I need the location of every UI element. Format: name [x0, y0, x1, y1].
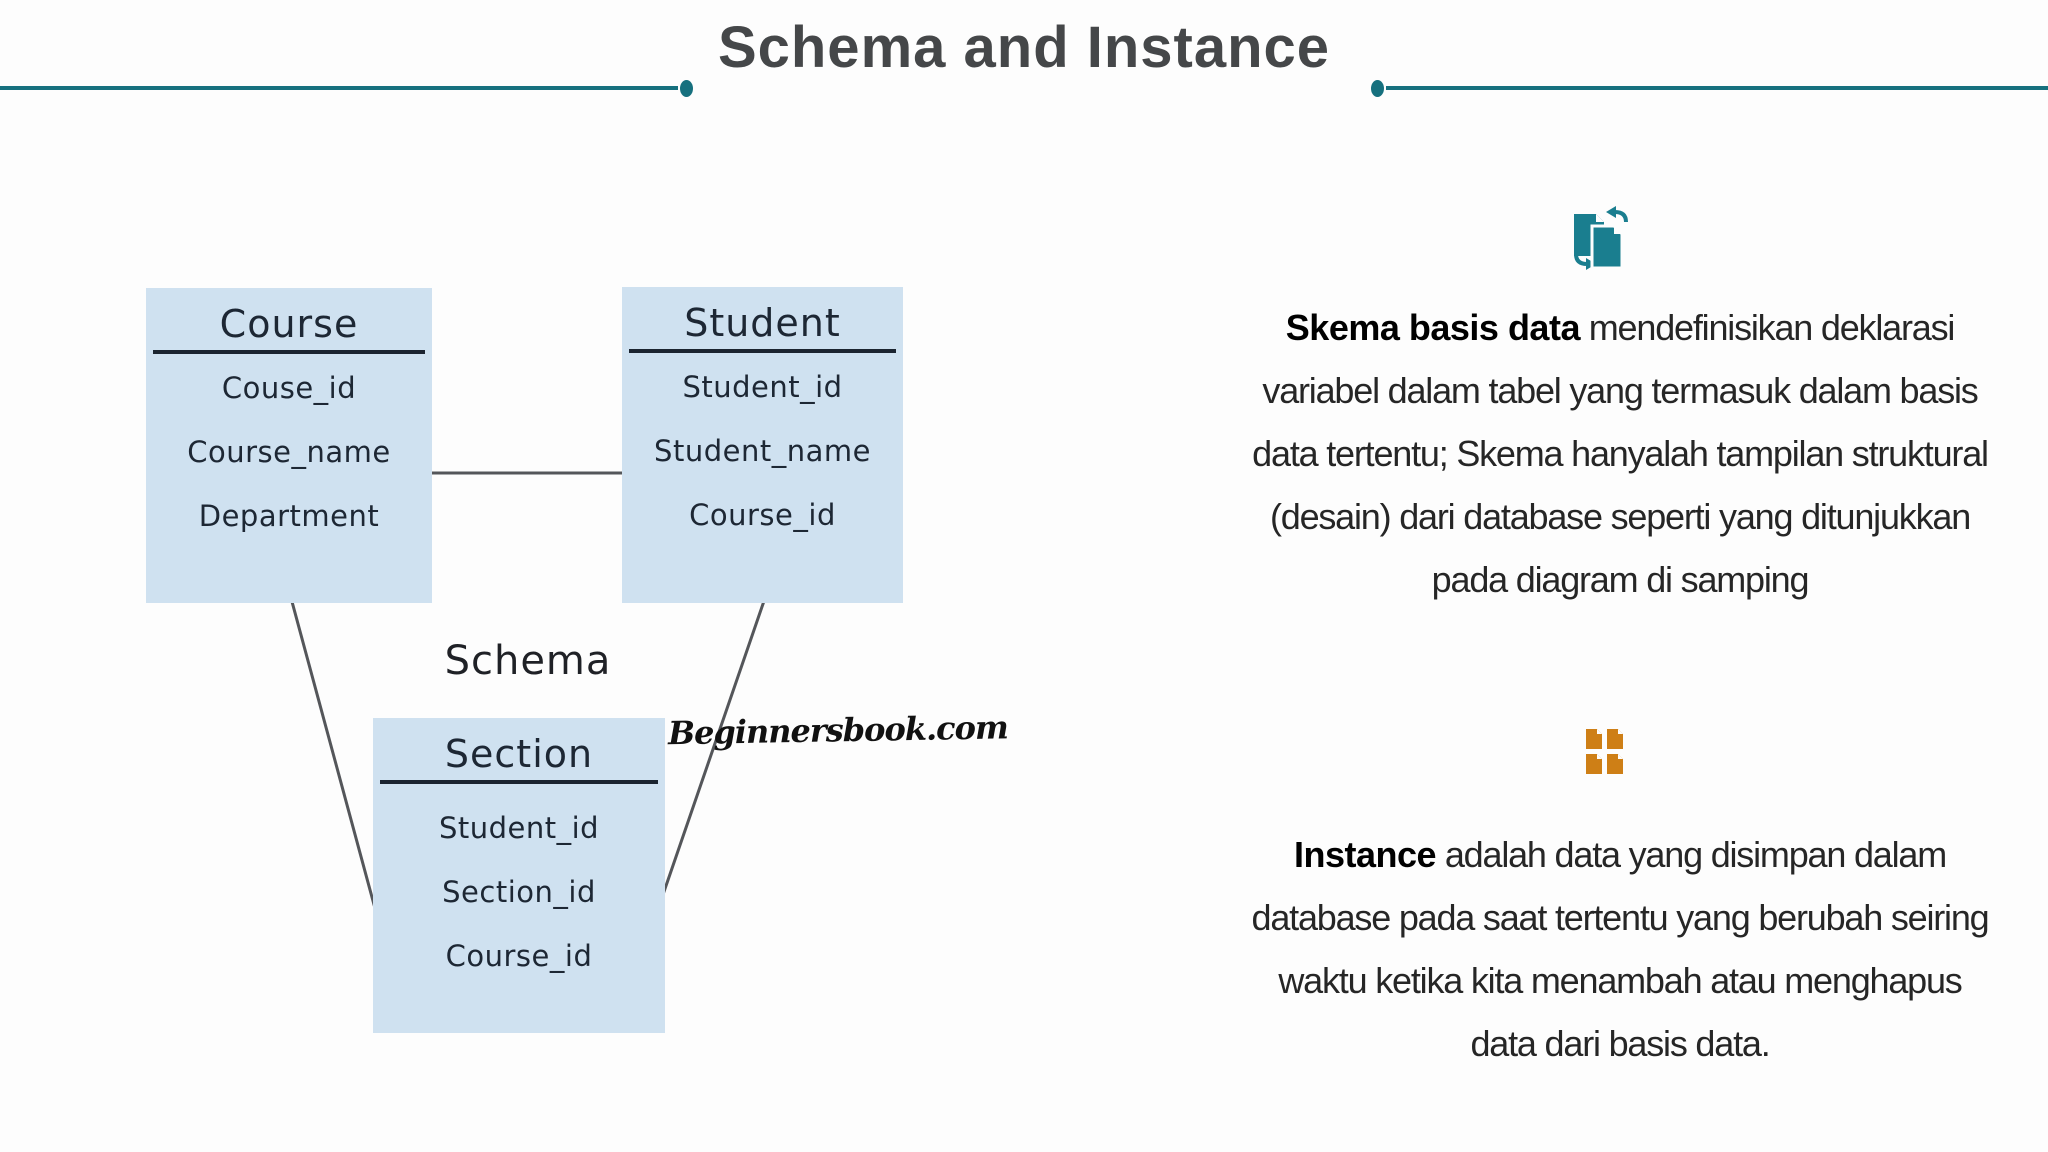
title-rule-right-dot [1371, 80, 1384, 97]
text-line: data tertentu; Skema hanyalah tampilan s… [1252, 433, 1989, 474]
table-section-divider [380, 780, 658, 784]
text-line: pada diagram di samping [1431, 559, 1810, 600]
table-student-divider [629, 349, 896, 353]
text-line: (desain) dari database seperti yang ditu… [1269, 496, 1971, 537]
documents-grid-icon [1586, 729, 1623, 774]
title-rule-right [1386, 86, 2048, 90]
watermark-text: Beginnersbook.com [667, 708, 1009, 753]
table-student-title: Student [684, 301, 841, 345]
page-title: Schema and Instance [717, 15, 1331, 80]
schema-description: Skema basis data mendefinisikan deklaras… [1190, 296, 2048, 611]
text-line: Instance adalah data yang disimpan dalam [1293, 834, 1947, 875]
table-student: Student Student_id Student_name Course_i… [622, 287, 903, 603]
title-rule-left [0, 86, 678, 90]
table-field: Course_id [689, 498, 836, 532]
table-section: Section Student_id Section_id Course_id [373, 718, 665, 1033]
table-section-title: Section [444, 732, 594, 776]
sync-documents-icon [1574, 206, 1628, 270]
table-course-title: Course [219, 302, 359, 346]
instance-term: Instance [1293, 834, 1437, 875]
table-field: Student_id [682, 370, 843, 404]
title-rule-left-dot [680, 80, 693, 97]
table-field: Course_id [445, 939, 593, 973]
text-line: data dari basis data. [1470, 1023, 1770, 1064]
text-line: Skema basis data mendefinisikan deklaras… [1285, 307, 1956, 348]
table-student-fields: Student_id Student_name Course_id [622, 353, 903, 547]
text-line: variabel dalam tabel yang termasuk dalam… [1262, 370, 1978, 411]
table-field: Course_name [187, 435, 391, 469]
text-line: database pada saat tertentu yang berubah… [1251, 897, 1990, 938]
schema-diagram-label: Schema [444, 638, 612, 684]
table-course: Course Couse_id Course_name Department [146, 288, 432, 603]
table-course-divider [153, 350, 425, 354]
table-field: Department [198, 499, 380, 533]
table-course-fields: Couse_id Course_name Department [146, 354, 432, 548]
table-field: Couse_id [221, 371, 357, 405]
table-field: Section_id [442, 875, 596, 909]
text-line: waktu ketika kita menambah atau menghapu… [1278, 960, 1962, 1001]
table-section-fields: Student_id Section_id Course_id [373, 784, 665, 988]
table-field: Student_id [438, 811, 600, 845]
connector-student-section [655, 600, 766, 913]
instance-description: Instance adalah data yang disimpan dalam… [1190, 823, 2048, 1075]
schema-term: Skema basis data [1285, 307, 1581, 348]
connector-course-section [289, 597, 378, 913]
table-field: Student_name [654, 434, 871, 468]
